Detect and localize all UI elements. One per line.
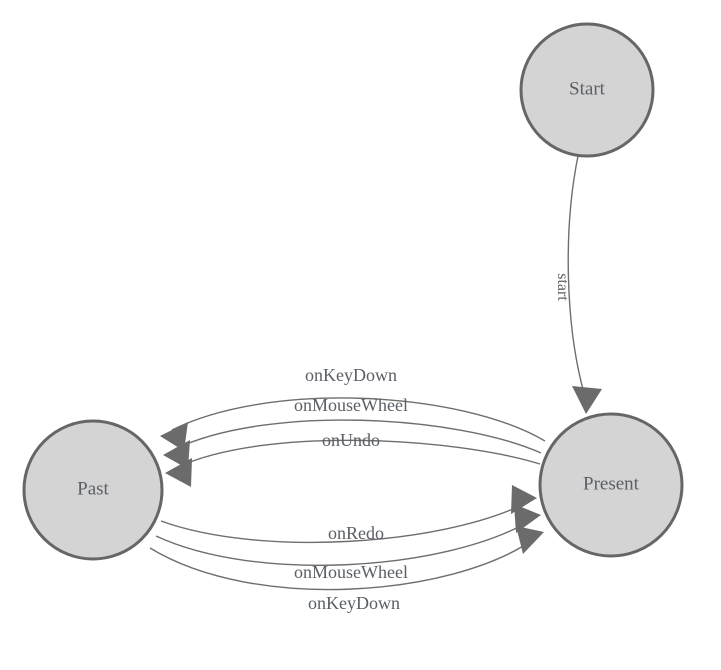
edge-present-to-past-mousewheel[interactable]: onMouseWheel (163, 395, 542, 469)
edge-path-past-present-redo (160, 503, 525, 544)
edge-path-past-present-mousewheel (155, 521, 529, 566)
node-past-circle (22, 419, 164, 561)
edge-path-past-present-keydown (149, 540, 532, 591)
node-past-label: Past (77, 478, 109, 499)
edge-past-to-present-mousewheel[interactable]: onMouseWheel (155, 504, 541, 582)
edge-path-start-present (567, 155, 587, 401)
arrowhead-into-present-start (572, 386, 602, 414)
node-present-label: Present (583, 473, 640, 494)
node-present-circle (538, 412, 684, 558)
edge-label-present-past-keydown: onKeyDown (305, 365, 397, 385)
arrowhead-into-past-undo (165, 458, 192, 487)
arrowhead-into-past-keydown (160, 422, 188, 451)
node-start-circle (519, 22, 655, 158)
edge-label-present-past-undo: onUndo (322, 430, 380, 450)
node-start-label: Start (569, 78, 606, 99)
arrowhead-into-past-mousewheel (163, 440, 190, 469)
edge-path-present-past-mousewheel (174, 419, 542, 454)
edge-label-past-present-keydown: onKeyDown (308, 593, 400, 613)
edge-present-to-past-undo[interactable]: onUndo (165, 430, 541, 487)
node-past[interactable]: Past (22, 419, 164, 561)
arrowhead-into-present-mousewheel (514, 504, 541, 533)
node-start[interactable]: Start (519, 22, 655, 158)
edge-present-to-past-keydown[interactable]: onKeyDown (160, 365, 546, 451)
edge-path-present-past-undo (177, 439, 541, 468)
edge-past-to-present-redo[interactable]: onRedo (160, 485, 537, 544)
edge-label-start: start (554, 273, 571, 301)
edge-path-present-past-keydown (171, 397, 546, 442)
edge-label-past-present-mousewheel: onMouseWheel (294, 562, 408, 582)
edge-past-to-present-keydown[interactable]: onKeyDown (149, 526, 544, 613)
edge-label-present-past-mousewheel: onMouseWheel (294, 395, 408, 415)
node-present[interactable]: Present (538, 412, 684, 558)
arrowhead-into-present-keydown (516, 526, 544, 554)
edge-label-past-present-redo: onRedo (328, 523, 384, 543)
edge-start-to-present[interactable]: start (554, 155, 602, 414)
